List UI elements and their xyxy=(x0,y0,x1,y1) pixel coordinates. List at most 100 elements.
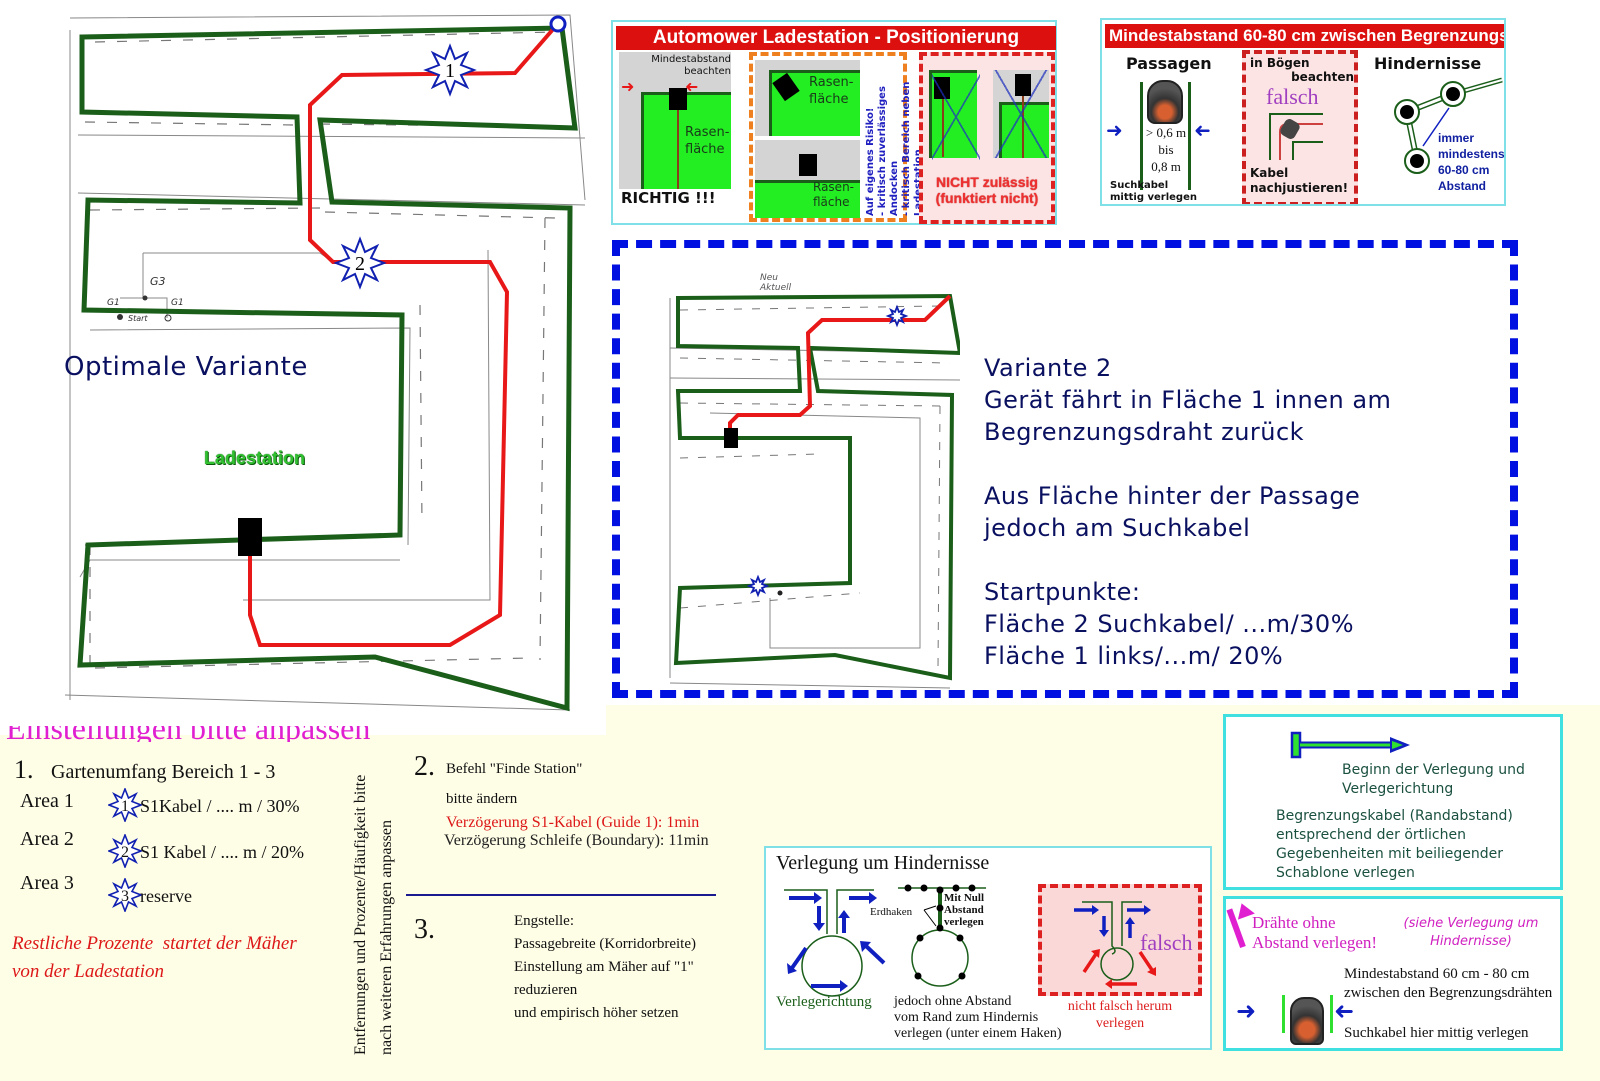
variant2-line: Begrenzungsdraht zurück xyxy=(984,418,1305,446)
obstacle-panel: Verlegung um Hindernisse Verlegerichtung… xyxy=(764,846,1212,1050)
distance-note-line1: Mindestabstand 60 cm - 80 cm xyxy=(1344,966,1530,982)
settings-side-note-line1: Entfernungen und Prozente/Häufigkeit bit… xyxy=(352,774,369,1055)
correct-verdict: RICHTIG !!! xyxy=(621,189,716,207)
distance-note: Mindestabstand 60 cm - 80 cm zwischen de… xyxy=(1344,965,1552,1003)
passage-measure-line2: bis xyxy=(1158,142,1174,157)
arrow-left-icon: ➜ xyxy=(1334,997,1355,1025)
wire-start-circle xyxy=(549,15,567,33)
curves-heading-line2: beachten xyxy=(1291,70,1354,84)
section3-line: und empirisch höher setzen xyxy=(514,1005,679,1021)
start-legend-text: Beginn der Verlegung und Verlegerichtung xyxy=(1342,761,1525,799)
wrong-note-line2: verlegen xyxy=(1095,1016,1145,1031)
section3-line: Einstellung am Mäher auf "1" xyxy=(514,959,694,975)
obstacles-diagram xyxy=(1394,77,1503,174)
area-value: S1 Kabel / .... m / 20% xyxy=(140,842,304,862)
variant2-description: Variante 2 Gerät fährt in Fläche 1 innen… xyxy=(984,352,1391,672)
variant2-line: Aus Fläche hinter der Passage xyxy=(984,482,1361,510)
passage-measure-line3: 0,8 m xyxy=(1151,159,1181,174)
obstacles-note-line: mindestens xyxy=(1438,147,1505,161)
start-point-2-star-icon xyxy=(746,574,770,598)
curves-heading-line1: in Bögen xyxy=(1250,56,1310,70)
passages-heading: Passagen xyxy=(1126,54,1212,73)
passage-note: Suchkabel mittig verlegen xyxy=(1110,180,1197,204)
section1-header: 1. Gartenumfang Bereich 1 - 3 xyxy=(14,755,344,785)
area-badge-number: 1 xyxy=(121,798,129,815)
main-plan: G3 G1 G1 Start 1 2 Optimale Variante Lad… xyxy=(0,0,606,735)
hook-note-line: vom Rand zum Hindernis xyxy=(894,1010,1039,1025)
area-value: S1Kabel / .... m / 30% xyxy=(140,796,300,816)
variant2-line: Fläche 2 Suchkabel/ ...m/30% xyxy=(984,610,1354,638)
section3-line: reduzieren xyxy=(514,982,578,998)
arrow-left-icon: ➜ xyxy=(1194,118,1211,142)
section1-note: Restliche Prozente startet der Mäher von… xyxy=(12,930,297,986)
variant2-highlight-box: Neu Aktuell Variante 2 Gerät fährt in Fl… xyxy=(612,240,1518,698)
settings-heading: Einstellungen bitte anpassen xyxy=(6,712,371,742)
no-gap-line2: Abstand verlegen! xyxy=(1252,933,1378,952)
see-also-note: (siehe Verlegung um Hindernisse) xyxy=(1386,915,1556,951)
wire-right-marker xyxy=(1330,995,1333,1033)
risky-note: Auf eigenes Risiko! - kritisch zuverläss… xyxy=(865,56,925,216)
section2-line3: Verzögerung S1-Kabel (Guide 1): 1min xyxy=(446,814,700,831)
boundary-wire xyxy=(673,293,960,681)
variant2-line: jedoch am Suchkabel xyxy=(984,514,1251,542)
pencil-sketch xyxy=(669,298,960,689)
area-row: Area 1 1 S1Kabel / .... m / 30% xyxy=(20,786,340,824)
section1: 1. Gartenumfang Bereich 1 - 3 xyxy=(14,755,344,785)
sketch-dot xyxy=(164,314,172,322)
no-gap-note: Drähte ohne Abstand verlegen! xyxy=(1252,913,1377,953)
passage-wire-right xyxy=(1188,82,1191,190)
area-badge-star-icon: 2 xyxy=(106,832,144,870)
obstacles-heading: Hindernisse xyxy=(1374,54,1482,73)
no-gap-line1: Drähte ohne xyxy=(1252,913,1336,932)
wrong-verdict-line1: NICHT zulässig xyxy=(936,174,1038,190)
boundary-legend-line: Begrenzungskabel (Randabstand) xyxy=(1276,808,1513,824)
wrong-position-box: NICHT zulässig (funktiert nicht) xyxy=(919,52,1055,224)
boundary-legend-line: Gegebenheiten mit beiliegender xyxy=(1276,846,1504,862)
obstacles-note: immer mindestens 60-80 cm Abstand xyxy=(1438,130,1505,194)
sketch-label-g1-right: G1 xyxy=(171,298,184,308)
risky-position-box: Rasen-fläche Rasen-fläche Auf eigenes Ri… xyxy=(749,52,924,222)
wire-left-marker xyxy=(1282,995,1285,1033)
start-legend-line1: Beginn der Verlegung und xyxy=(1342,762,1525,778)
pencil-dashes xyxy=(679,305,951,669)
positioning-panel-title: Automower Ladestation - Positionierung xyxy=(616,26,1056,50)
section2-line1: Befehl "Finde Station" xyxy=(446,761,583,777)
risky-illustration-bottom: Rasen-fläche xyxy=(755,140,860,218)
sketch-dot xyxy=(777,590,783,596)
positioning-panel: Automower Ladestation - Positionierung M… xyxy=(611,20,1057,225)
boundary-legend-line: Schablone verlegen xyxy=(1276,865,1415,881)
guide-wire xyxy=(728,294,952,433)
sketch-label-g1-left: G1 xyxy=(107,298,120,308)
arrow-right-icon: ➜ xyxy=(1236,997,1257,1025)
distance-panel-title: Mindestabstand 60-80 cm zwischen Begrenz… xyxy=(1105,24,1504,48)
start-point-2-number: 2 xyxy=(355,253,365,275)
boundary-wire xyxy=(77,25,578,712)
risky-note-line: - kritisch zuverlässiges Andocken xyxy=(877,86,900,216)
guide-wire xyxy=(677,110,679,189)
pencil-sketch xyxy=(64,14,586,711)
area-badge-star-icon: 1 xyxy=(106,786,144,824)
mower-icon xyxy=(1290,997,1324,1045)
hook-label: Erdhaken xyxy=(870,906,913,918)
lawn-area xyxy=(755,180,860,218)
cross-icon xyxy=(932,73,980,161)
area-value: reserve xyxy=(140,886,192,906)
wrong-direction-diagram xyxy=(1074,901,1156,989)
see-also-line1: (siehe Verlegung um xyxy=(1403,916,1539,931)
mower-icon xyxy=(1147,80,1183,124)
see-also-line2: Hindernisse) xyxy=(1430,934,1512,949)
distance-label: Mindestabstand beachten xyxy=(651,54,731,77)
guide-note: Suchkabel hier mittig verlegen xyxy=(1344,1025,1529,1041)
section2: 2. Befehl "Finde Station" bitte ändern V… xyxy=(414,751,734,850)
section3-number: 3. xyxy=(414,914,435,945)
variant2-line xyxy=(984,544,1391,576)
curve-wires-icon xyxy=(1269,113,1323,160)
area-label: Area 2 xyxy=(20,828,74,850)
variant2-plan: Neu Aktuell xyxy=(669,273,960,689)
legend-panel: Beginn der Verlegung und Verlegerichtung… xyxy=(1223,714,1563,890)
curves-heading: in Bögen beachten xyxy=(1250,56,1354,84)
charging-station-block xyxy=(669,88,687,110)
settings-side-note-line2: nach weiteren Erfahrungen anpassen xyxy=(378,820,395,1055)
start-point-2-star-icon: 2 xyxy=(333,236,387,290)
obstacles-note-line: immer xyxy=(1438,131,1475,145)
